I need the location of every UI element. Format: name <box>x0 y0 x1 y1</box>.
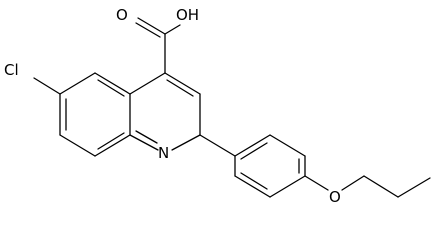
bond <box>171 134 201 151</box>
double-bond-inner <box>240 172 268 190</box>
bond <box>129 72 166 95</box>
bond <box>269 175 306 198</box>
bond <box>199 134 236 157</box>
bond <box>94 72 131 95</box>
structure-canvas: Cl O OH N O <box>4 6 431 206</box>
double-bond-inner <box>166 79 194 97</box>
bond <box>94 134 131 157</box>
bond <box>234 175 271 198</box>
atom-label-nitrogen: N <box>158 144 169 162</box>
bond <box>304 175 329 191</box>
double-bond-inner <box>240 142 268 160</box>
bond <box>59 134 96 157</box>
bond <box>129 134 159 151</box>
bond <box>137 17 166 35</box>
double-bond-inner <box>135 22 161 38</box>
bond <box>234 134 271 157</box>
atom-label-ether-oxygen: O <box>329 188 341 206</box>
bond <box>59 72 96 95</box>
bond <box>33 77 61 95</box>
bond <box>363 175 399 198</box>
bond <box>397 177 431 198</box>
atom-label-carbonyl-oxygen: O <box>116 6 128 24</box>
bond <box>164 72 201 95</box>
bond <box>341 175 365 191</box>
bond <box>164 24 181 35</box>
atom-label-hydroxyl: OH <box>176 6 199 24</box>
double-bond-inner <box>135 130 158 144</box>
double-bond-inner <box>97 132 125 150</box>
bond <box>269 134 306 157</box>
double-bond-inner <box>97 79 125 97</box>
atom-label-chlorine: Cl <box>4 61 19 79</box>
chemical-structure-diagram: Cl O OH N O <box>4 6 431 206</box>
